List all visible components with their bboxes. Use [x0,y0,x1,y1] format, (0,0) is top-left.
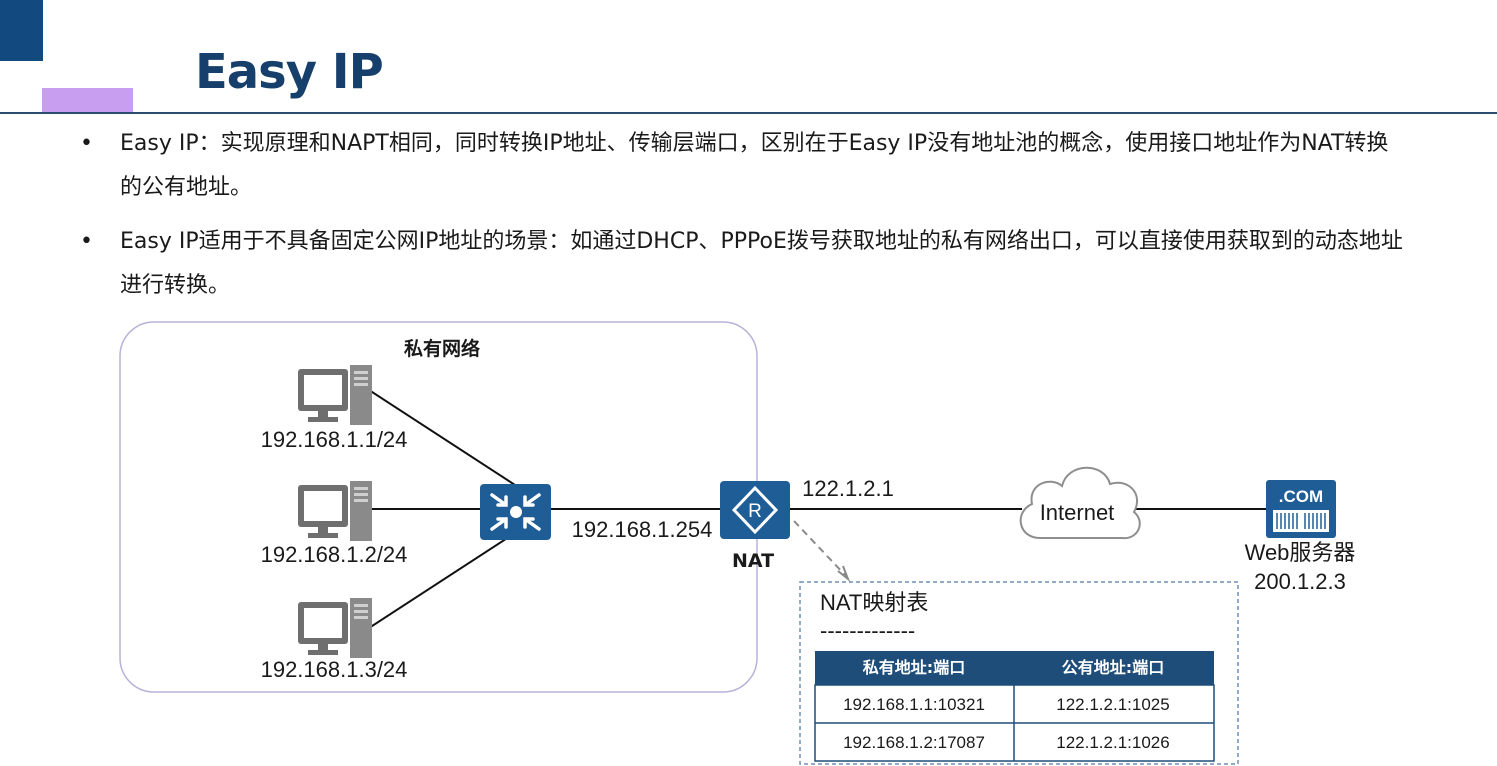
table-header-private: 私有地址:端口 [863,658,965,677]
table-cell: 192.168.1.2:17087 [843,733,985,752]
table-header-public: 公有地址:端口 [1062,658,1164,677]
switch-icon [480,484,551,540]
web-server-icon: .COM [1266,480,1336,538]
bullet-text: Easy IP适用于不具备固定公网IP地址的场景：如通过DHCP、PPPoE拨号… [120,229,1403,298]
bullet-marker: • [80,229,93,254]
nat-device-label: NAT [732,550,774,572]
network-links [368,389,1268,629]
table-cell: 192.168.1.1:10321 [843,695,985,714]
router-icon: R [720,481,790,539]
inside-interface-ip: 192.168.1.254 [572,517,713,542]
router-glyph: R [748,501,762,522]
bullet-text: Easy IP：实现原理和NAPT相同，同时转换IP地址、传输层端口，区别在于E… [120,131,1389,200]
nat-table-divider: ------------- [820,618,915,643]
nat-table-title: NAT映射表 [820,590,928,615]
server-badge: .COM [1279,487,1323,506]
outside-interface-ip: 122.1.2.1 [802,476,894,501]
private-network-label: 私有网络 [404,337,480,360]
pc-icon [298,481,372,541]
host-ip-label: 192.168.1.3/24 [261,657,408,682]
corner-brand-block [0,0,43,61]
pc-icon [298,365,372,425]
nat-mapping-table: 私有地址:端口 公有地址:端口 192.168.1.1:10321 122.1.… [814,651,1215,762]
bullet-marker: • [80,131,93,156]
table-cell: 122.1.2.1:1026 [1056,733,1169,752]
table-cell: 122.1.2.1:1025 [1056,695,1169,714]
title-divider [0,112,1497,114]
title-accent-bar [42,88,133,112]
pc-icon [298,598,372,658]
cloud-icon [1019,466,1141,540]
nat-table-pointer [793,520,847,577]
host-ip-label: 192.168.1.1/24 [261,427,408,452]
host-ip-label: 192.168.1.2/24 [261,542,408,567]
internet-label: Internet [1040,500,1115,525]
private-network-panel [119,321,758,693]
web-server-label: Web服务器 [1245,540,1356,565]
nat-table-panel [799,581,1239,765]
pointer-arrowhead [837,565,851,583]
page-title: Easy IP [195,44,384,100]
web-server-ip: 200.1.2.3 [1254,569,1346,594]
